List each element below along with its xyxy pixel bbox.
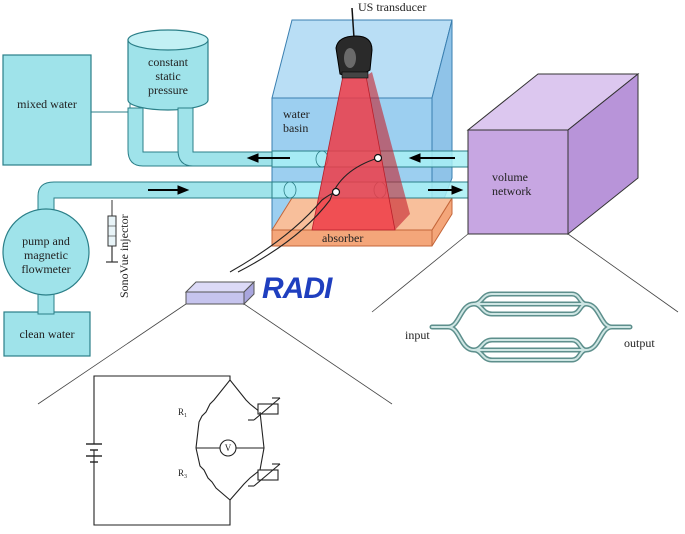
output-label: output [624, 336, 655, 350]
vessel-network-diagram [429, 291, 633, 363]
mixed-water-tank [2, 54, 92, 166]
us-transducer-label: US transducer [358, 0, 426, 14]
clean-water-label: clean water [20, 327, 75, 341]
pressure-label-line3: pressure [148, 83, 188, 97]
sonovue-injector-label: SonoVue injector [117, 214, 131, 298]
pump-label-line1: pump and [22, 234, 70, 248]
water-basin-label-line2: basin [283, 121, 308, 135]
volume-network-box [466, 72, 640, 236]
r1-label: R1 [178, 407, 187, 419]
voltmeter-label: V [225, 443, 232, 453]
pressure-label-line1: constant [148, 55, 189, 69]
clean-water-tank [3, 311, 91, 357]
us-transducer-icon [335, 7, 373, 79]
mixed-water-label: mixed water [17, 97, 77, 111]
pump-flowmeter [2, 208, 90, 296]
radi-logo: RADI [262, 272, 333, 305]
projection-line [243, 303, 393, 405]
input-label: input [405, 328, 430, 342]
voltmeter-icon [219, 439, 237, 457]
pump-label-line3: flowmeter [21, 262, 70, 276]
volume-network-label-line2: network [492, 184, 531, 198]
volume-network-label-line1: volume [492, 170, 528, 184]
pressure-label-line2: static [155, 69, 180, 83]
syringe-icon [106, 200, 118, 263]
sensor-probes [229, 153, 383, 273]
water-basin-label-line1: water [283, 107, 310, 121]
r3-label: R3 [178, 468, 187, 480]
sensor-box [184, 280, 256, 306]
ultrasound-beam-side [366, 72, 410, 230]
absorber-label: absorber [322, 231, 363, 245]
flow-arrows [148, 153, 464, 195]
pump-label-line2: magnetic [24, 248, 68, 262]
supply-pipe-left [37, 181, 291, 211]
projection-line [37, 303, 187, 405]
projection-line [371, 233, 469, 313]
pipe-section [283, 181, 297, 199]
pipe-outline [91, 100, 131, 113]
bridge-circuit [86, 375, 281, 526]
projection-line [567, 233, 679, 313]
constant-pressure-vessel [127, 29, 209, 111]
